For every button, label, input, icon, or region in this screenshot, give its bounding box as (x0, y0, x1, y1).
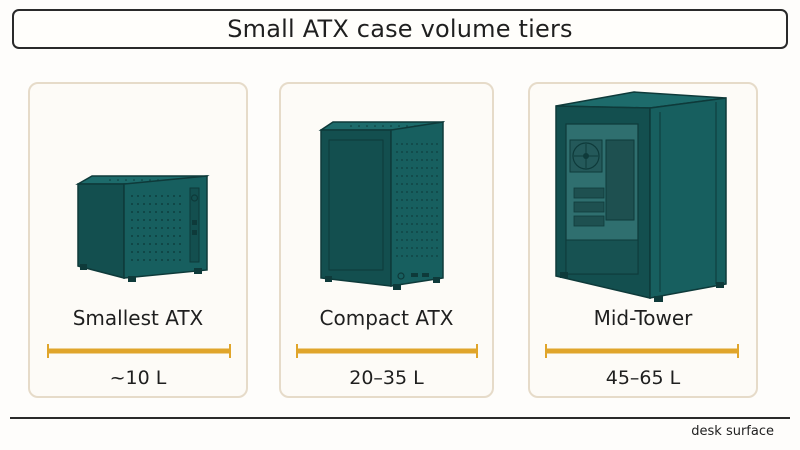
mid-tower-case-icon (555, 91, 727, 302)
tier-card-smallest: Smallest ATX ~10 L (28, 82, 248, 398)
tier-card-compact: Compact ATX 20–35 L (279, 82, 494, 398)
tier-name: Mid-Tower (593, 306, 693, 330)
small-cube-case-icon (75, 175, 210, 282)
tier-card-midtower: Mid-Tower 45–65 L (528, 82, 758, 398)
tier-name: Smallest ATX (72, 306, 204, 330)
volume-bar (47, 344, 231, 358)
title-banner: Small ATX case volume tiers (12, 9, 788, 49)
tier-volume: ~10 L (109, 367, 167, 389)
tier-volume: 20–35 L (349, 367, 424, 389)
page-title: Small ATX case volume tiers (227, 15, 573, 43)
compact-tower-case-icon (318, 121, 446, 290)
desk-surface-label: desk surface (691, 424, 774, 439)
volume-bar (296, 344, 478, 358)
volume-bar (545, 344, 739, 358)
tier-volume: 45–65 L (605, 367, 681, 389)
desk-surface-line (10, 417, 790, 419)
tier-name: Compact ATX (319, 306, 454, 330)
